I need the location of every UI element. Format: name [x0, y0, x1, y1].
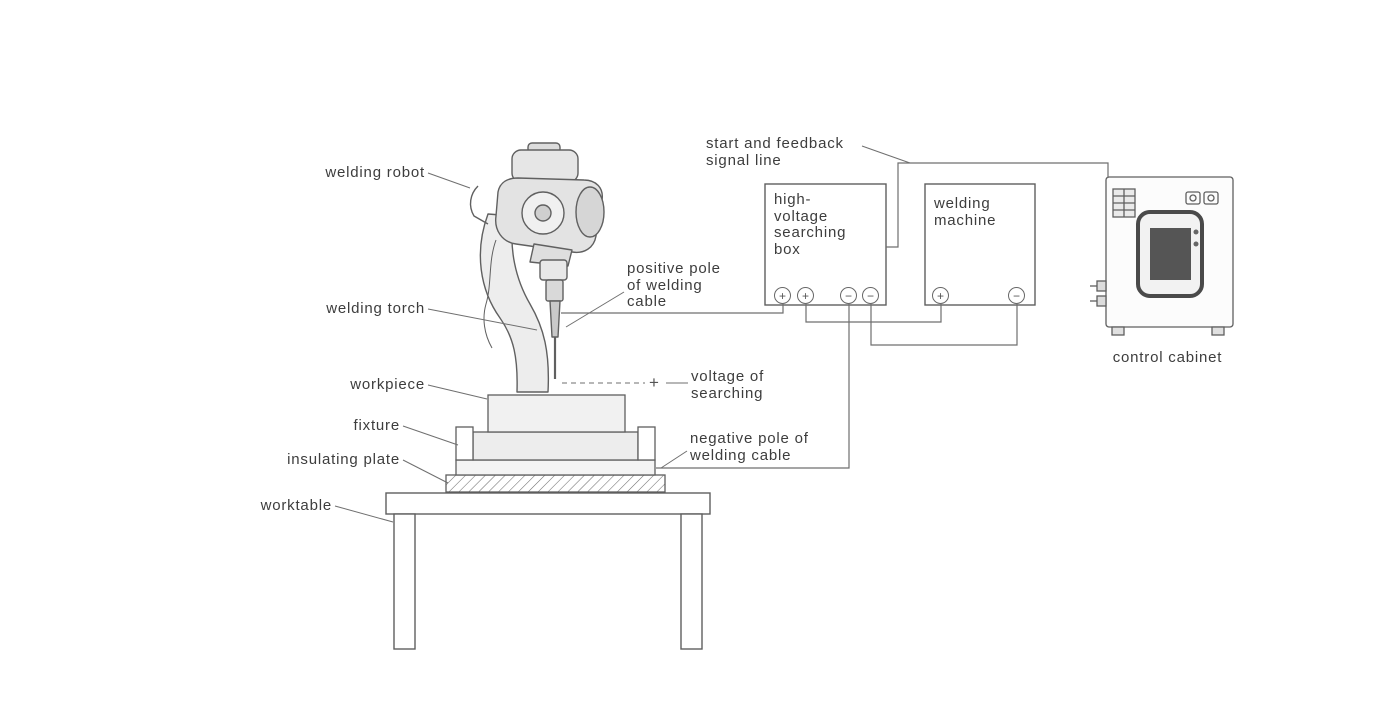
hv-searching-box	[764, 183, 887, 306]
positive-pole-leader	[565, 291, 625, 328]
cabinet-foot-left	[1111, 326, 1125, 336]
label-line: negative pole of	[690, 430, 809, 447]
negative-welding-cable-wire	[656, 304, 850, 469]
welding-machine-negative-terminal: −	[1008, 287, 1025, 304]
welding-robot-leader	[427, 172, 471, 189]
cabinet-indicator-1	[1185, 191, 1201, 205]
welding-torch-leader	[427, 308, 538, 331]
signal-line-wire	[886, 162, 1109, 248]
welding-robot-label: welding robot	[325, 164, 425, 181]
worktable-drawing	[385, 492, 711, 650]
welding-torch-label: welding torch	[326, 300, 425, 317]
voltage-of-searching-label: voltage of searching	[691, 368, 765, 402]
insulating-plate-drawing	[445, 474, 666, 493]
label-line: start and feedback	[706, 135, 844, 152]
teach-pendant-screen	[1150, 228, 1191, 280]
fixture-leader	[402, 425, 459, 446]
label-line: voltage	[774, 207, 828, 225]
welding-torch-drawing	[549, 300, 561, 338]
fixture-label: fixture	[353, 417, 400, 434]
signal-line-leader	[861, 145, 911, 164]
worktable-label: worktable	[260, 497, 332, 514]
negative-pole-label: negative pole of welding cable	[690, 430, 809, 464]
label-line: machine	[934, 211, 997, 229]
cabinet-connector-2	[1096, 295, 1107, 307]
positive-welding-cable-wire	[561, 304, 784, 314]
hv-box-positive-terminal-1: +	[774, 287, 791, 304]
hv-to-machine-positive-wire	[805, 304, 942, 323]
label-line: searching	[691, 384, 764, 402]
signal-line-label: start and feedback signal line	[706, 135, 844, 169]
workpiece-label: workpiece	[350, 376, 425, 393]
label-line: voltage of	[691, 368, 765, 385]
label-line: positive pole	[627, 260, 721, 277]
welding-robot-drawing	[469, 142, 605, 393]
workpiece-drawing	[487, 394, 626, 433]
cabinet-indicator-2	[1203, 191, 1219, 205]
label-line: welding cable	[690, 446, 792, 464]
negative-pole-leader	[660, 450, 688, 469]
cabinet-foot-right	[1211, 326, 1225, 336]
label-line: signal line	[706, 151, 782, 169]
control-cabinet-label: control cabinet	[1112, 349, 1223, 366]
label-line: high-	[774, 191, 812, 208]
control-cabinet-drawing	[1090, 176, 1234, 336]
leader-lines	[334, 145, 911, 523]
insulating-plate-label: insulating plate	[287, 451, 400, 468]
hv-to-machine-negative-wire	[870, 304, 1018, 346]
label-line: of welding	[627, 276, 703, 294]
positive-pole-label: positive pole of welding cable	[627, 260, 721, 311]
welding-machine-positive-terminal: +	[932, 287, 949, 304]
workpiece-leader	[427, 384, 488, 400]
fixture-drawing	[455, 426, 656, 476]
label-line: welding	[934, 195, 991, 212]
searching-probe-plus: +	[649, 373, 659, 392]
welding-machine-box	[924, 183, 1036, 306]
cable-wires	[561, 162, 1109, 469]
welding-machine-label: welding machine	[934, 195, 997, 229]
label-line: box	[774, 240, 801, 258]
label-line: searching	[774, 224, 847, 241]
hv-box-positive-terminal-2: +	[797, 287, 814, 304]
hv-box-negative-terminal-1: −	[840, 287, 857, 304]
hv-box-negative-terminal-2: −	[862, 287, 879, 304]
label-line: cable	[627, 293, 667, 310]
worktable-leader	[334, 505, 394, 523]
hv-searching-box-label: high- voltage searching box	[774, 191, 847, 258]
insulating-plate-leader	[402, 459, 449, 484]
cabinet-connector-1	[1096, 280, 1107, 292]
